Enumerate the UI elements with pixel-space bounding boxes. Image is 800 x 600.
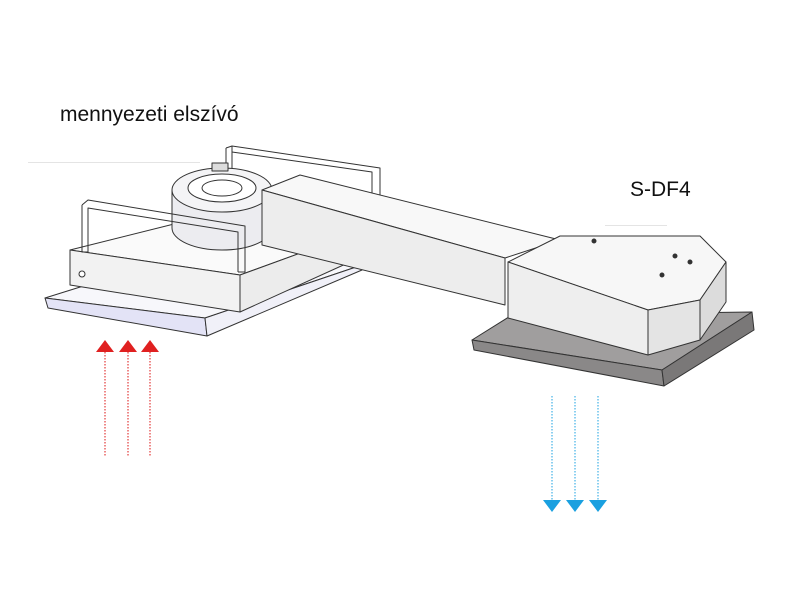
unit-model-label: S-DF4 [630,178,691,201]
outlet-airflow-arrows [543,396,607,512]
down-arrow-icon [589,396,607,512]
intake-airflow-arrows [96,340,159,456]
label-underline [605,225,667,226]
up-arrow-icon [96,340,114,456]
down-arrow-icon [566,396,584,512]
up-arrow-icon [119,340,137,456]
down-arrow-icon [543,396,561,512]
label-underline [28,162,200,163]
fan-motor [171,162,273,251]
s-df4-unit [507,235,727,356]
front-mounting-frame [81,199,246,273]
ceiling-extractor-label: mennyezeti elszívó [60,103,239,126]
up-arrow-icon [141,340,159,456]
